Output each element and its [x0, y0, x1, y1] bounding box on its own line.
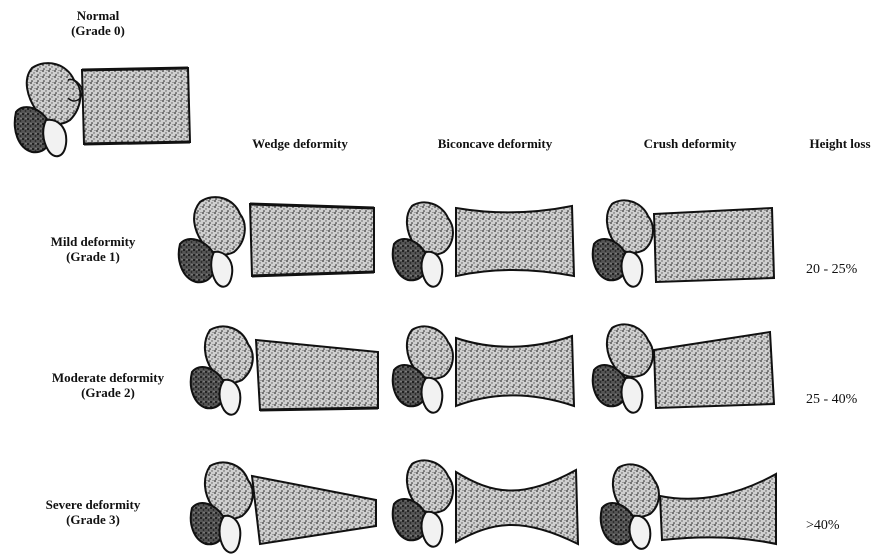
vertebra-crush-mild	[592, 198, 778, 294]
vertebra-crush-moderate	[592, 324, 778, 420]
height-loss-severe: >40%	[806, 518, 840, 534]
column-header-crush: Crush deformity	[620, 136, 760, 151]
height-loss-mild: 20 - 25%	[806, 262, 857, 278]
row-label-mild-line2: (Grade 1)	[18, 249, 168, 264]
column-header-biconcave: Biconcave deformity	[410, 136, 580, 151]
normal-label: Normal (Grade 0)	[48, 8, 148, 38]
row-label-mild-line1: Mild deformity	[18, 234, 168, 249]
vertebra-normal	[12, 58, 192, 160]
row-label-severe-line2: (Grade 3)	[18, 512, 168, 527]
vertebra-wedge-severe	[190, 462, 380, 558]
normal-label-line1: Normal	[48, 8, 148, 23]
normal-label-line2: (Grade 0)	[48, 23, 148, 38]
row-label-mild: Mild deformity (Grade 1)	[18, 234, 168, 264]
vertebra-biconcave-severe	[392, 460, 582, 556]
row-label-moderate: Moderate deformity (Grade 2)	[28, 370, 188, 400]
vertebra-crush-severe	[600, 464, 780, 556]
row-label-moderate-line1: Moderate deformity	[28, 370, 188, 385]
vertebra-wedge-mild	[178, 194, 378, 290]
column-header-height-loss: Height loss	[790, 136, 890, 151]
vertebra-biconcave-moderate	[392, 326, 578, 420]
row-label-severe-line1: Severe deformity	[18, 497, 168, 512]
row-label-moderate-line2: (Grade 2)	[28, 385, 188, 400]
vertebra-wedge-moderate	[190, 326, 382, 418]
row-label-severe: Severe deformity (Grade 3)	[18, 497, 168, 527]
vertebra-biconcave-mild	[392, 200, 578, 292]
column-header-wedge: Wedge deformity	[230, 136, 370, 151]
height-loss-moderate: 25 - 40%	[806, 392, 857, 408]
